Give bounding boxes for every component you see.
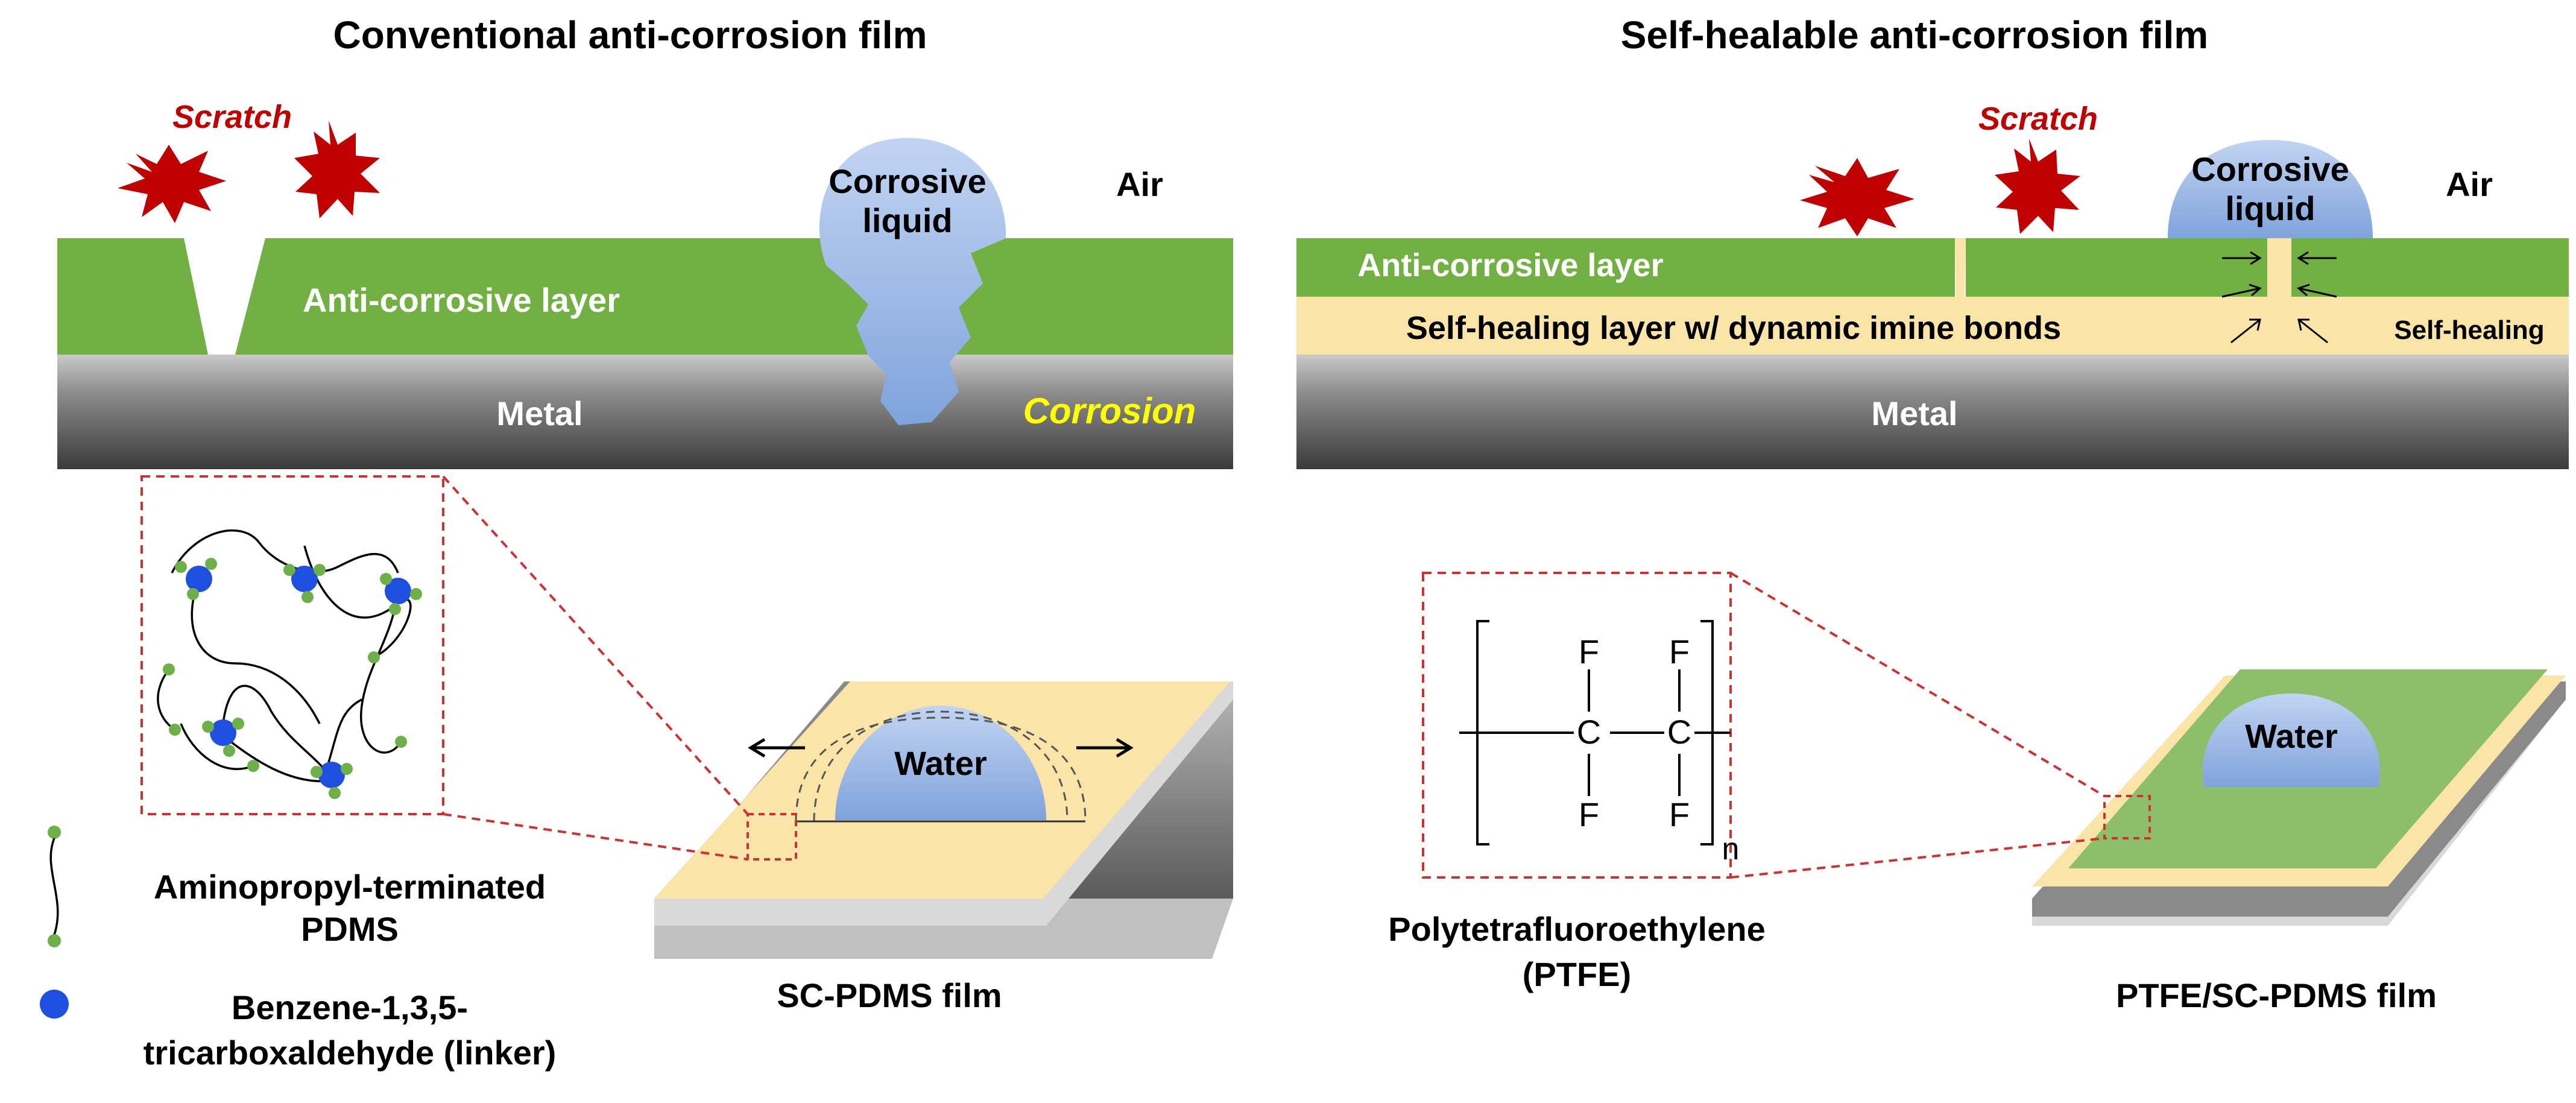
- network-zoom-box: [140, 475, 444, 815]
- selfhealable-panel: Self-healable anti-corrosion film Corros…: [1296, 13, 2569, 469]
- metal-label: Metal: [496, 394, 582, 432]
- self-healing-layer: [1296, 297, 2569, 355]
- corrosive-liquid-droplet: [819, 137, 1006, 425]
- healing-layer-label: Self-healing layer w/ dynamic imine bond…: [1406, 310, 2061, 346]
- legend-linker-label-1: Benzene-1,3,5-: [232, 988, 468, 1026]
- scratch-label: Scratch: [1978, 101, 2098, 137]
- legend-chain: Aminopropyl-terminated PDMS: [48, 826, 546, 948]
- scratch-burst-icon: [1995, 139, 2080, 234]
- atom-f: F: [1669, 633, 1690, 671]
- layer-label: Anti-corrosive layer: [303, 281, 620, 319]
- zoom-line: [443, 813, 748, 861]
- ptfe-panel: Water C C F F F F n Polytetrafluoroethyl…: [1388, 572, 2566, 1014]
- scratch-label: Scratch: [172, 99, 292, 135]
- air-label: Air: [2446, 165, 2493, 203]
- atom-f: F: [1669, 795, 1690, 833]
- atom-c: C: [1577, 713, 1601, 751]
- repeat-subscript: n: [1722, 832, 1740, 867]
- amine-end-icon: [48, 826, 61, 839]
- droplet-label-2: liquid: [2225, 189, 2315, 227]
- linker-nodes: [186, 566, 411, 788]
- ptfe-film-label: PTFE/SC-PDMS film: [2116, 976, 2437, 1014]
- network-panel: Water: [40, 475, 1233, 1072]
- zoom-line: [1729, 572, 2106, 797]
- legend-linker: Benzene-1,3,5- tricarboxaldehyde (linker…: [40, 988, 556, 1072]
- zoom-line: [442, 475, 749, 815]
- conventional-panel: Conventional anti-corrosion film Metal A…: [57, 13, 1233, 469]
- water-label: Water: [894, 744, 987, 782]
- water-label: Water: [2245, 717, 2338, 755]
- conventional-title: Conventional anti-corrosion film: [333, 13, 927, 57]
- healing-crack: [2267, 238, 2291, 353]
- c-atom-bg: [1574, 721, 1604, 745]
- atom-f: F: [1579, 633, 1599, 671]
- legend-chain-label-2: PDMS: [301, 910, 399, 948]
- c-atom-bg: [1664, 721, 1694, 745]
- healing-arrows: [2221, 251, 2337, 344]
- water-droplet: [835, 706, 1046, 820]
- anti-corrosive-layer-right: [2291, 238, 2569, 297]
- spreading-arrows: [748, 738, 1134, 758]
- corrosive-liquid-droplet: [2168, 140, 2373, 238]
- legend-linker-label-2: tricarboxaldehyde (linker): [144, 1034, 557, 1072]
- atom-f: F: [1579, 795, 1599, 833]
- droplet-label-1: Corrosive: [2191, 150, 2349, 188]
- anti-corrosive-layer-left: [57, 238, 208, 355]
- legend-chain-label-1: Aminopropyl-terminated: [154, 868, 546, 906]
- amine-end-icon: [48, 934, 61, 947]
- chain-icon: [49, 838, 59, 935]
- scratch-burst-icon: [294, 121, 380, 218]
- layer-label: Anti-corrosive layer: [1357, 247, 1663, 283]
- air-label: Air: [1116, 165, 1163, 203]
- zoom-region: [2103, 795, 2151, 839]
- anti-corrosive-layer-middle: [1966, 238, 2267, 297]
- ptfe-name-label-2: (PTFE): [1523, 955, 1631, 993]
- zoom-line: [1730, 837, 2105, 879]
- anti-corrosive-layer-left: [1296, 238, 1955, 297]
- metal-label: Metal: [1871, 394, 1957, 432]
- metal-substrate: [1296, 355, 2569, 469]
- scratch-burst-icon: [1800, 158, 1915, 236]
- water-droplet: [2202, 694, 2381, 787]
- ptfe-zoom-box: [1422, 572, 1732, 879]
- scratch-burst-icon: [118, 145, 226, 223]
- corrosion-label: Corrosion: [1023, 391, 1196, 431]
- anti-corrosive-layer-right: [235, 238, 1233, 355]
- selfhealable-title: Self-healable anti-corrosion film: [1621, 13, 2208, 57]
- ptfe-name-label-1: Polytetrafluoroethylene: [1388, 910, 1765, 948]
- zoom-region: [747, 813, 797, 861]
- self-healing-label: Self-healing: [2394, 315, 2544, 345]
- amine-end-dots: [163, 558, 422, 799]
- spreading-outline: [795, 716, 1087, 822]
- droplet-label-1: Corrosive: [829, 162, 986, 200]
- droplet-label-2: liquid: [862, 201, 952, 239]
- healed-crack: [1955, 238, 1966, 297]
- sc-pdms-film-label: SC-PDMS film: [777, 976, 1002, 1014]
- atom-c: C: [1667, 713, 1691, 751]
- spreading-outline: [813, 710, 1069, 822]
- metal-substrate: [57, 355, 1233, 469]
- linker-icon: [40, 990, 69, 1019]
